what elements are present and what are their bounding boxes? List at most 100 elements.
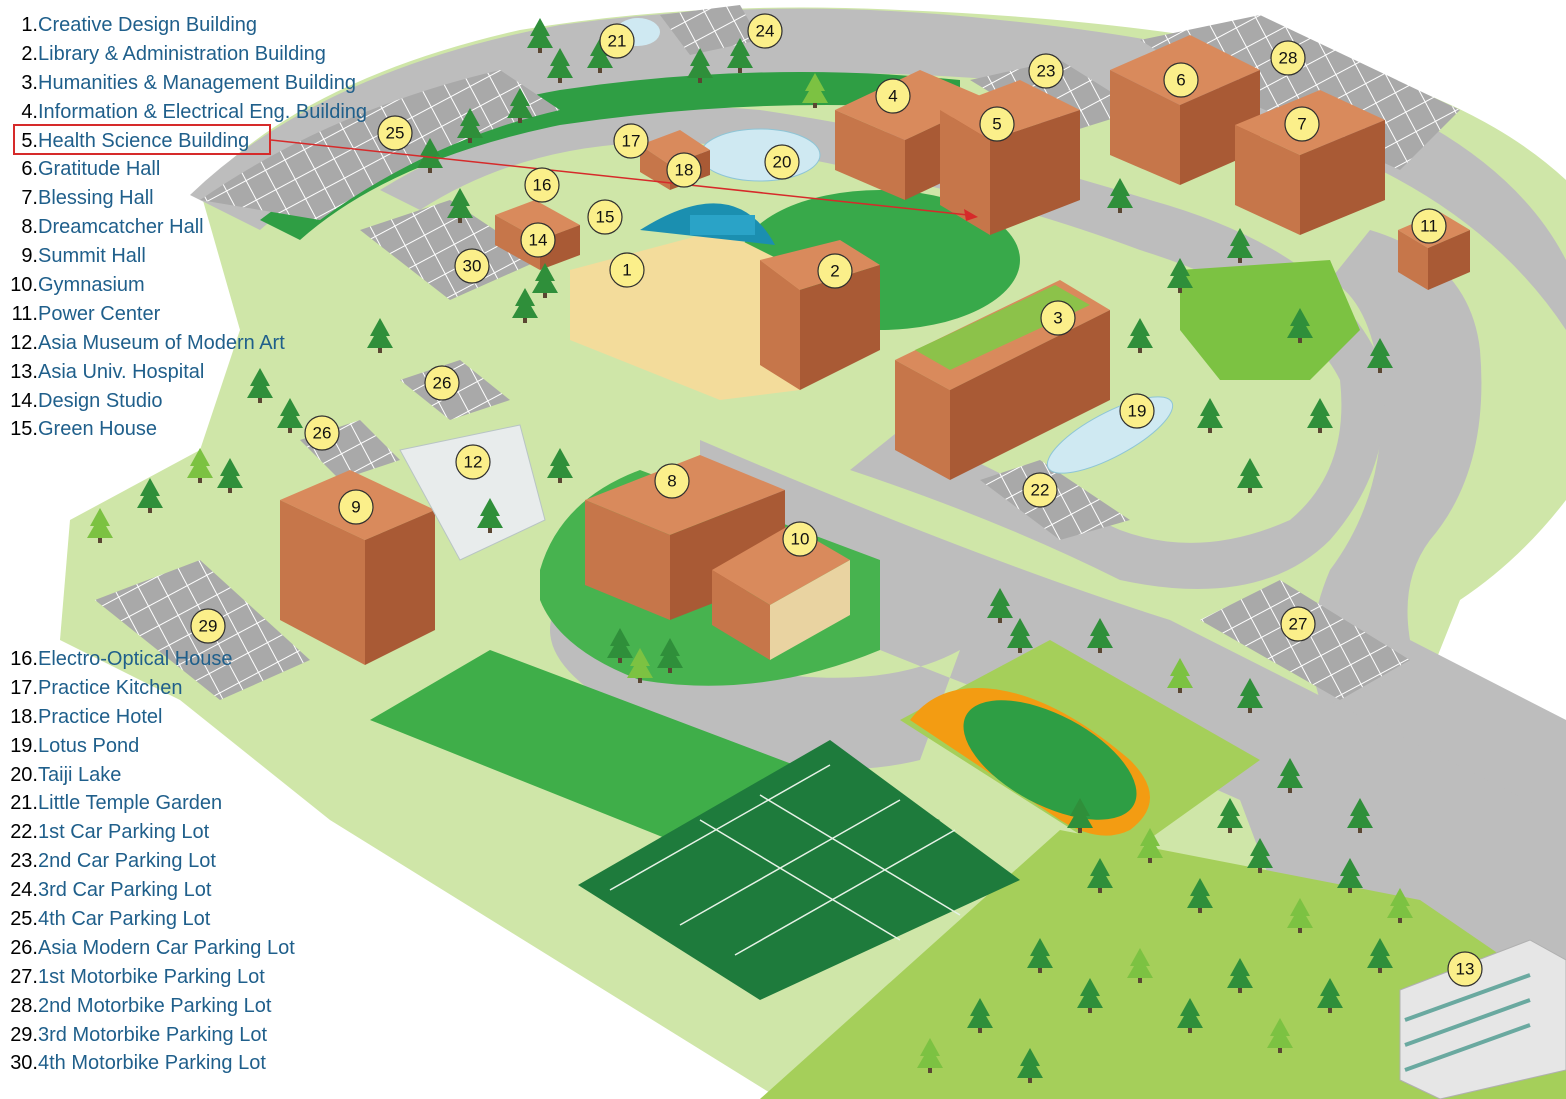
marker-13: 13 <box>1447 951 1483 987</box>
legend-item-19: 19.Lotus Pond <box>10 734 140 757</box>
legend-item-23: 23.2nd Car Parking Lot <box>10 850 216 873</box>
parking-lot-22 <box>980 460 1130 540</box>
legend-item-9: 9.Summit Hall <box>21 245 146 268</box>
legend-item-29: 29.3rd Motorbike Parking Lot <box>10 1023 268 1046</box>
legend-item-13: 13.Asia Univ. Hospital <box>10 360 205 383</box>
marker-6: 6 <box>1163 62 1199 98</box>
marker-9: 9 <box>338 489 374 525</box>
svg-text:19: 19 <box>1128 402 1147 421</box>
building-power-center <box>1398 212 1470 290</box>
legend-item-10: 10.Gymnasium <box>10 274 145 297</box>
svg-text:22: 22 <box>1031 481 1050 500</box>
legend-item-27: 27.1st Motorbike Parking Lot <box>10 965 265 988</box>
svg-text:26: 26 <box>313 424 332 443</box>
marker-29: 29 <box>190 608 226 644</box>
pointer-arrowhead <box>964 209 978 221</box>
svg-text:11: 11 <box>1420 217 1438 236</box>
svg-text:9: 9 <box>351 498 360 517</box>
marker-5: 5 <box>979 106 1015 142</box>
marker-28: 28 <box>1270 40 1306 76</box>
legend-item-7: 7.Blessing Hall <box>21 187 154 210</box>
marker-19: 19 <box>1119 393 1155 429</box>
svg-text:4: 4 <box>888 87 897 106</box>
legend-item-28: 28.2nd Motorbike Parking Lot <box>10 994 272 1017</box>
marker-20: 20 <box>764 144 800 180</box>
marker-17: 17 <box>613 123 649 159</box>
svg-text:25: 25 <box>386 124 405 143</box>
svg-text:8: 8 <box>667 472 676 491</box>
marker-21: 21 <box>599 23 635 59</box>
svg-text:15: 15 <box>596 208 615 227</box>
marker-25: 25 <box>377 115 413 151</box>
marker-27: 27 <box>1280 606 1316 642</box>
building-library <box>760 240 880 390</box>
legend-item-26: 26.Asia Modern Car Parking Lot <box>10 936 295 959</box>
legend-item-16: 16.Electro-Optical House <box>10 648 233 670</box>
svg-text:10: 10 <box>791 530 810 549</box>
marker-8: 8 <box>654 463 690 499</box>
legend-list-bottom: 16.Electro-Optical House 17.Practice Kit… <box>8 645 295 1078</box>
legend-item-24: 24.3rd Car Parking Lot <box>10 879 212 902</box>
marker-15: 15 <box>587 199 623 235</box>
svg-text:23: 23 <box>1037 62 1056 81</box>
svg-text:27: 27 <box>1289 615 1308 634</box>
court-lines <box>609 764 961 956</box>
svg-text:3: 3 <box>1053 309 1062 328</box>
legend-item-12: 12.Asia Museum of Modern Art <box>10 331 285 354</box>
building-health-science <box>940 80 1080 235</box>
marker-3: 3 <box>1040 300 1076 336</box>
svg-text:20: 20 <box>773 153 792 172</box>
marker-22: 22 <box>1022 472 1058 508</box>
building-museum <box>399 424 546 561</box>
marker-2: 2 <box>817 253 853 289</box>
building-dreamcatcher-hall <box>585 455 785 620</box>
legend-item-21: 21.Little Temple Garden <box>10 792 223 815</box>
courtyard-green <box>1180 260 1360 380</box>
legend-item-4: 4.Information & Electrical Eng. Building <box>21 100 368 123</box>
legend-item-2: 2.Library & Administration Building <box>21 42 326 65</box>
marker-11: 11 <box>1411 208 1447 244</box>
svg-text:26: 26 <box>433 374 452 393</box>
legend-item-25: 25.4th Car Parking Lot <box>10 908 211 931</box>
east-road <box>1312 230 1566 830</box>
svg-text:7: 7 <box>1297 115 1306 134</box>
legend-list-top: 1.Creative Design Building 2.Library & A… <box>8 11 367 444</box>
marker-10: 10 <box>782 521 818 557</box>
marker-4: 4 <box>875 78 911 114</box>
parking-lot-30 <box>360 200 540 300</box>
svg-text:29: 29 <box>199 617 218 636</box>
legend-item-20: 20.Taiji Lake <box>10 763 122 786</box>
svg-text:18: 18 <box>675 161 694 180</box>
legend-item-30: 30.4th Motorbike Parking Lot <box>10 1052 266 1075</box>
svg-text:28: 28 <box>1279 49 1298 68</box>
marker-7: 7 <box>1284 106 1320 142</box>
marker-26b: 26 <box>304 415 340 451</box>
legend-item-5: 5.Health Science Building <box>21 129 250 152</box>
legend-highlight-box <box>13 124 271 155</box>
parking-lot-25 <box>200 70 560 220</box>
forest-area <box>760 830 1566 1099</box>
taiji-lake <box>699 128 821 182</box>
marker-14: 14 <box>520 222 556 258</box>
marker-23: 23 <box>1028 53 1064 89</box>
svg-text:30: 30 <box>463 257 482 276</box>
svg-text:16: 16 <box>533 176 552 195</box>
svg-text:1: 1 <box>622 261 631 280</box>
svg-text:21: 21 <box>608 32 627 51</box>
marker-1: 1 <box>609 252 645 288</box>
track-infield <box>963 700 1137 820</box>
building-blessing-hall <box>1235 90 1385 235</box>
inner-ring-road <box>380 106 1385 590</box>
legend-item-6: 6.Gratitude Hall <box>21 158 161 181</box>
legend-item-17: 17.Practice Kitchen <box>10 676 183 699</box>
marker-18: 18 <box>666 152 702 188</box>
svg-text:5: 5 <box>992 115 1001 134</box>
building-hospital <box>1399 939 1566 1099</box>
legend-item-14: 14.Design Studio <box>10 389 163 412</box>
marker-16: 16 <box>524 167 560 203</box>
legend-item-18: 18.Practice Hotel <box>10 705 163 728</box>
marker-26: 26 <box>424 365 460 401</box>
marker-12: 12 <box>455 444 491 480</box>
svg-text:14: 14 <box>529 231 548 250</box>
